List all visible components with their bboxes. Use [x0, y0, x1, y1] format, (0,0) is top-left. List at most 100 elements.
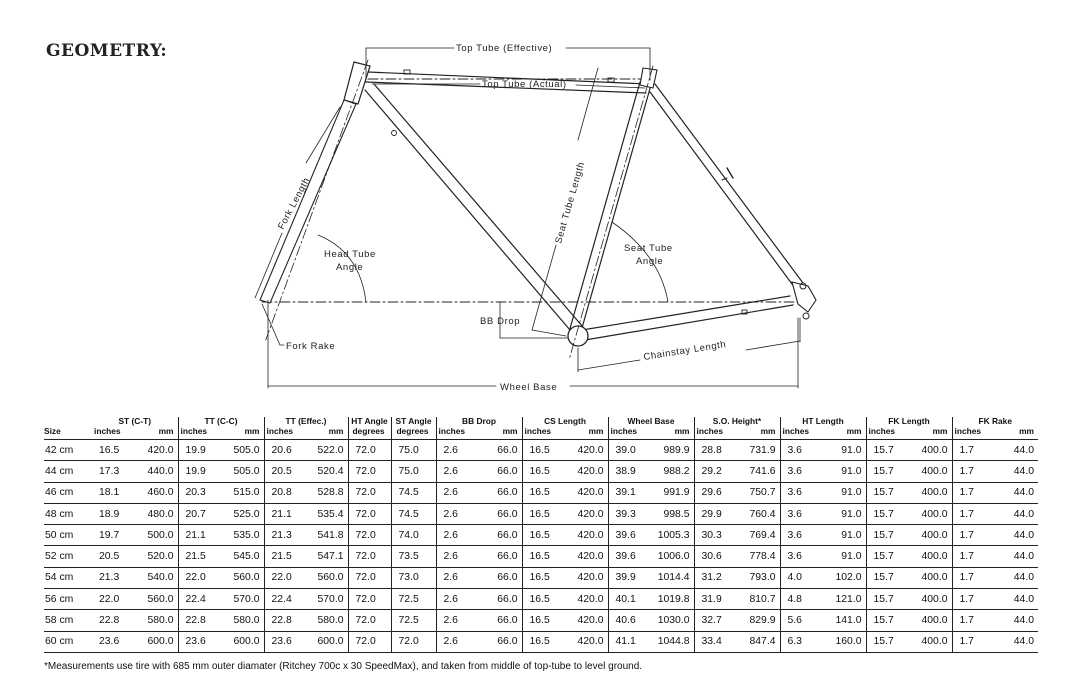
- cell-value: 44.0: [1013, 636, 1034, 648]
- table-cell: 15.7 400.0: [865, 482, 952, 504]
- cell-value: 15.7: [873, 487, 894, 499]
- cell-value: 16.5: [529, 636, 550, 648]
- column-header-label: HT Length: [802, 416, 844, 426]
- cell-value: 520.0: [147, 551, 174, 563]
- cell-value: 91.0: [841, 508, 862, 520]
- cell-value: 31.2: [701, 572, 722, 584]
- cell-value: 44.0: [1013, 444, 1034, 456]
- cell-value: 460.0: [147, 487, 174, 499]
- cell-value: 15.7: [873, 593, 894, 605]
- table-cell: 40.6 1030.0: [607, 609, 694, 632]
- cell-value: 400.0: [921, 487, 948, 499]
- cell-value: 15.7: [873, 529, 894, 541]
- cell-value: 91.0: [841, 487, 862, 499]
- seat-tube-angle-label-1: Seat Tube: [624, 243, 673, 254]
- size-cell: 48 cm: [44, 503, 92, 526]
- cell-value: 545.0: [233, 551, 260, 563]
- size-cell: 42 cm: [44, 439, 92, 462]
- cell-value: 74.5: [398, 487, 419, 499]
- column-header-label: CS Length: [544, 416, 586, 426]
- cell-value: 39.9: [615, 572, 636, 584]
- column-header-label: S.O. Height*: [712, 416, 762, 426]
- cell-value: 1.7: [959, 551, 974, 563]
- cell-value: 74.0: [398, 529, 419, 541]
- cell-value: 420.0: [577, 636, 604, 648]
- cell-value: 22.4: [185, 593, 206, 605]
- cell-value: 30.3: [701, 529, 722, 541]
- size-header: Size: [44, 417, 92, 440]
- cell-value: 741.6: [749, 465, 776, 477]
- unit-label: inches: [954, 425, 982, 436]
- cell-value: 102.0: [835, 572, 862, 584]
- cell-value: 400.0: [921, 508, 948, 520]
- cell-value: 20.6: [271, 444, 292, 456]
- table-cell: 75.0: [390, 439, 436, 462]
- cell-value: 528.8: [317, 487, 344, 499]
- cell-value: 72.0: [355, 593, 376, 605]
- cell-value: 44.0: [1013, 529, 1034, 541]
- cell-value: 20.5: [271, 465, 292, 477]
- table-cell: 72.5: [390, 609, 436, 632]
- cell-value: 1030.0: [657, 615, 690, 627]
- cell-value: 22.0: [271, 572, 292, 584]
- cell-value: 160.0: [835, 636, 862, 648]
- cell-value: 33.4: [701, 636, 722, 648]
- cell-value: 3.6: [787, 551, 802, 563]
- cell-value: 72.0: [398, 636, 419, 648]
- cell-value: 23.6: [99, 636, 120, 648]
- cell-value: 40.1: [615, 593, 636, 605]
- cell-value: 420.0: [577, 615, 604, 627]
- cell-value: 72.5: [398, 593, 419, 605]
- cell-value: 760.4: [749, 508, 776, 520]
- cell-value: 5.6: [787, 615, 802, 627]
- cell-value: 420.0: [577, 551, 604, 563]
- cell-value: 1.7: [959, 572, 974, 584]
- cell-value: 40.6: [615, 615, 636, 627]
- cell-value: 18.9: [99, 508, 120, 520]
- cell-value: 39.6: [615, 529, 636, 541]
- bb-drop-label: BB Drop: [480, 316, 520, 327]
- cell-value: 1.7: [959, 593, 974, 605]
- unit-label: mm: [244, 425, 260, 436]
- cell-value: 66.0: [497, 551, 518, 563]
- cell-value: 22.0: [99, 593, 120, 605]
- column-header-label: FK Rake: [978, 416, 1012, 426]
- cell-value: 440.0: [147, 465, 174, 477]
- table-cell: 72.0: [347, 460, 391, 483]
- chainstay-length-label: Chainstay Length: [643, 339, 727, 363]
- table-cell: 72.0: [347, 588, 391, 611]
- cell-value: 18.1: [99, 487, 120, 499]
- cell-value: 44.0: [1013, 487, 1034, 499]
- cell-value: 778.4: [749, 551, 776, 563]
- head-tube-angle-label-1: Head Tube: [324, 249, 376, 260]
- cell-value: 28.8: [701, 444, 722, 456]
- unit-label: mm: [932, 425, 948, 436]
